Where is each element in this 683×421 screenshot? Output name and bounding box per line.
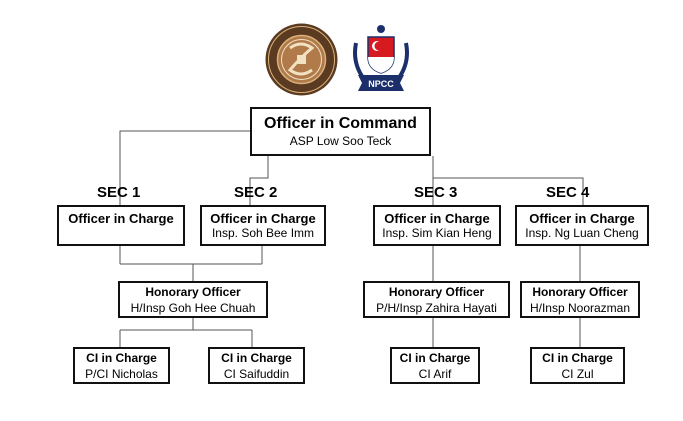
sec-2-officer-name: Insp. Soh Bee Imm [211,225,315,240]
ci-4-name: CI Zul [561,366,594,381]
school-emblem-logo [265,23,338,96]
sec-1-officer-title: Officer in Charge [68,211,174,226]
ci-in-charge-box-3: CI in Charge CI Arif [390,347,480,384]
ci-4-title: CI in Charge [542,351,613,365]
sec-1-officer-box: Officer in Charge [57,205,185,246]
officer-in-command-box: Officer in Command ASP Low Soo Teck [250,107,431,156]
sec-3-officer-box: Officer in Charge Insp. Sim Kian Heng [373,205,501,246]
honorary-officer-1-title: Honorary Officer [145,285,241,299]
honorary-officer-3-name: H/Insp Noorazman [529,300,631,315]
sec-2-officer-box: Officer in Charge Insp. Soh Bee Imm [200,205,326,246]
sec-3-officer-name: Insp. Sim Kian Heng [382,225,492,240]
honorary-officer-2-name: P/H/Insp Zahira Hayati [376,300,497,315]
honorary-officer-3-title: Honorary Officer [532,285,628,299]
ci-1-title: CI in Charge [86,351,157,365]
sec-2-label: SEC 2 [234,184,278,201]
officer-in-command-title: Officer in Command [264,115,417,132]
ci-in-charge-box-4: CI in Charge CI Zul [530,347,625,384]
connector-command-left [119,130,250,205]
honorary-officer-box-1: Honorary Officer H/Insp Goh Hee Chuah [118,281,268,318]
sec-3-officer-title: Officer in Charge [384,211,490,226]
ci-3-title: CI in Charge [399,351,471,365]
sec-4-label: SEC 4 [546,184,590,201]
npcc-text: NPCC [368,79,394,89]
ci-1-name: P/CI Nicholas [85,366,158,381]
honorary-officer-2-title: Honorary Officer [388,285,485,299]
ci-in-charge-box-2: CI in Charge CI Saifuddin [208,347,305,384]
npcc-crest-logo: NPCC [353,25,409,91]
connector-command-right [432,156,584,205]
honorary-officer-box-3: Honorary Officer H/Insp Noorazman [520,281,640,318]
sec-3-label: SEC 3 [414,184,458,201]
sec-1-label: SEC 1 [97,184,141,201]
officer-in-command-name: ASP Low Soo Teck [289,134,392,149]
sec-4-officer-name: Insp. Ng Luan Cheng [525,225,639,240]
sec-4-officer-title: Officer in Charge [529,211,635,226]
honorary-officer-1-name: H/Insp Goh Hee Chuah [130,300,256,315]
ci-in-charge-box-1: CI in Charge P/CI Nicholas [73,347,170,384]
ci-3-name: CI Arif [418,366,452,381]
ci-2-title: CI in Charge [221,351,292,365]
honorary-officer-box-2: Honorary Officer P/H/Insp Zahira Hayati [363,281,510,318]
connector-command-sec2 [249,156,269,205]
sec-2-officer-title: Officer in Charge [210,211,316,226]
ci-2-name: CI Saifuddin [223,366,290,381]
sec-4-officer-box: Officer in Charge Insp. Ng Luan Cheng [515,205,649,246]
